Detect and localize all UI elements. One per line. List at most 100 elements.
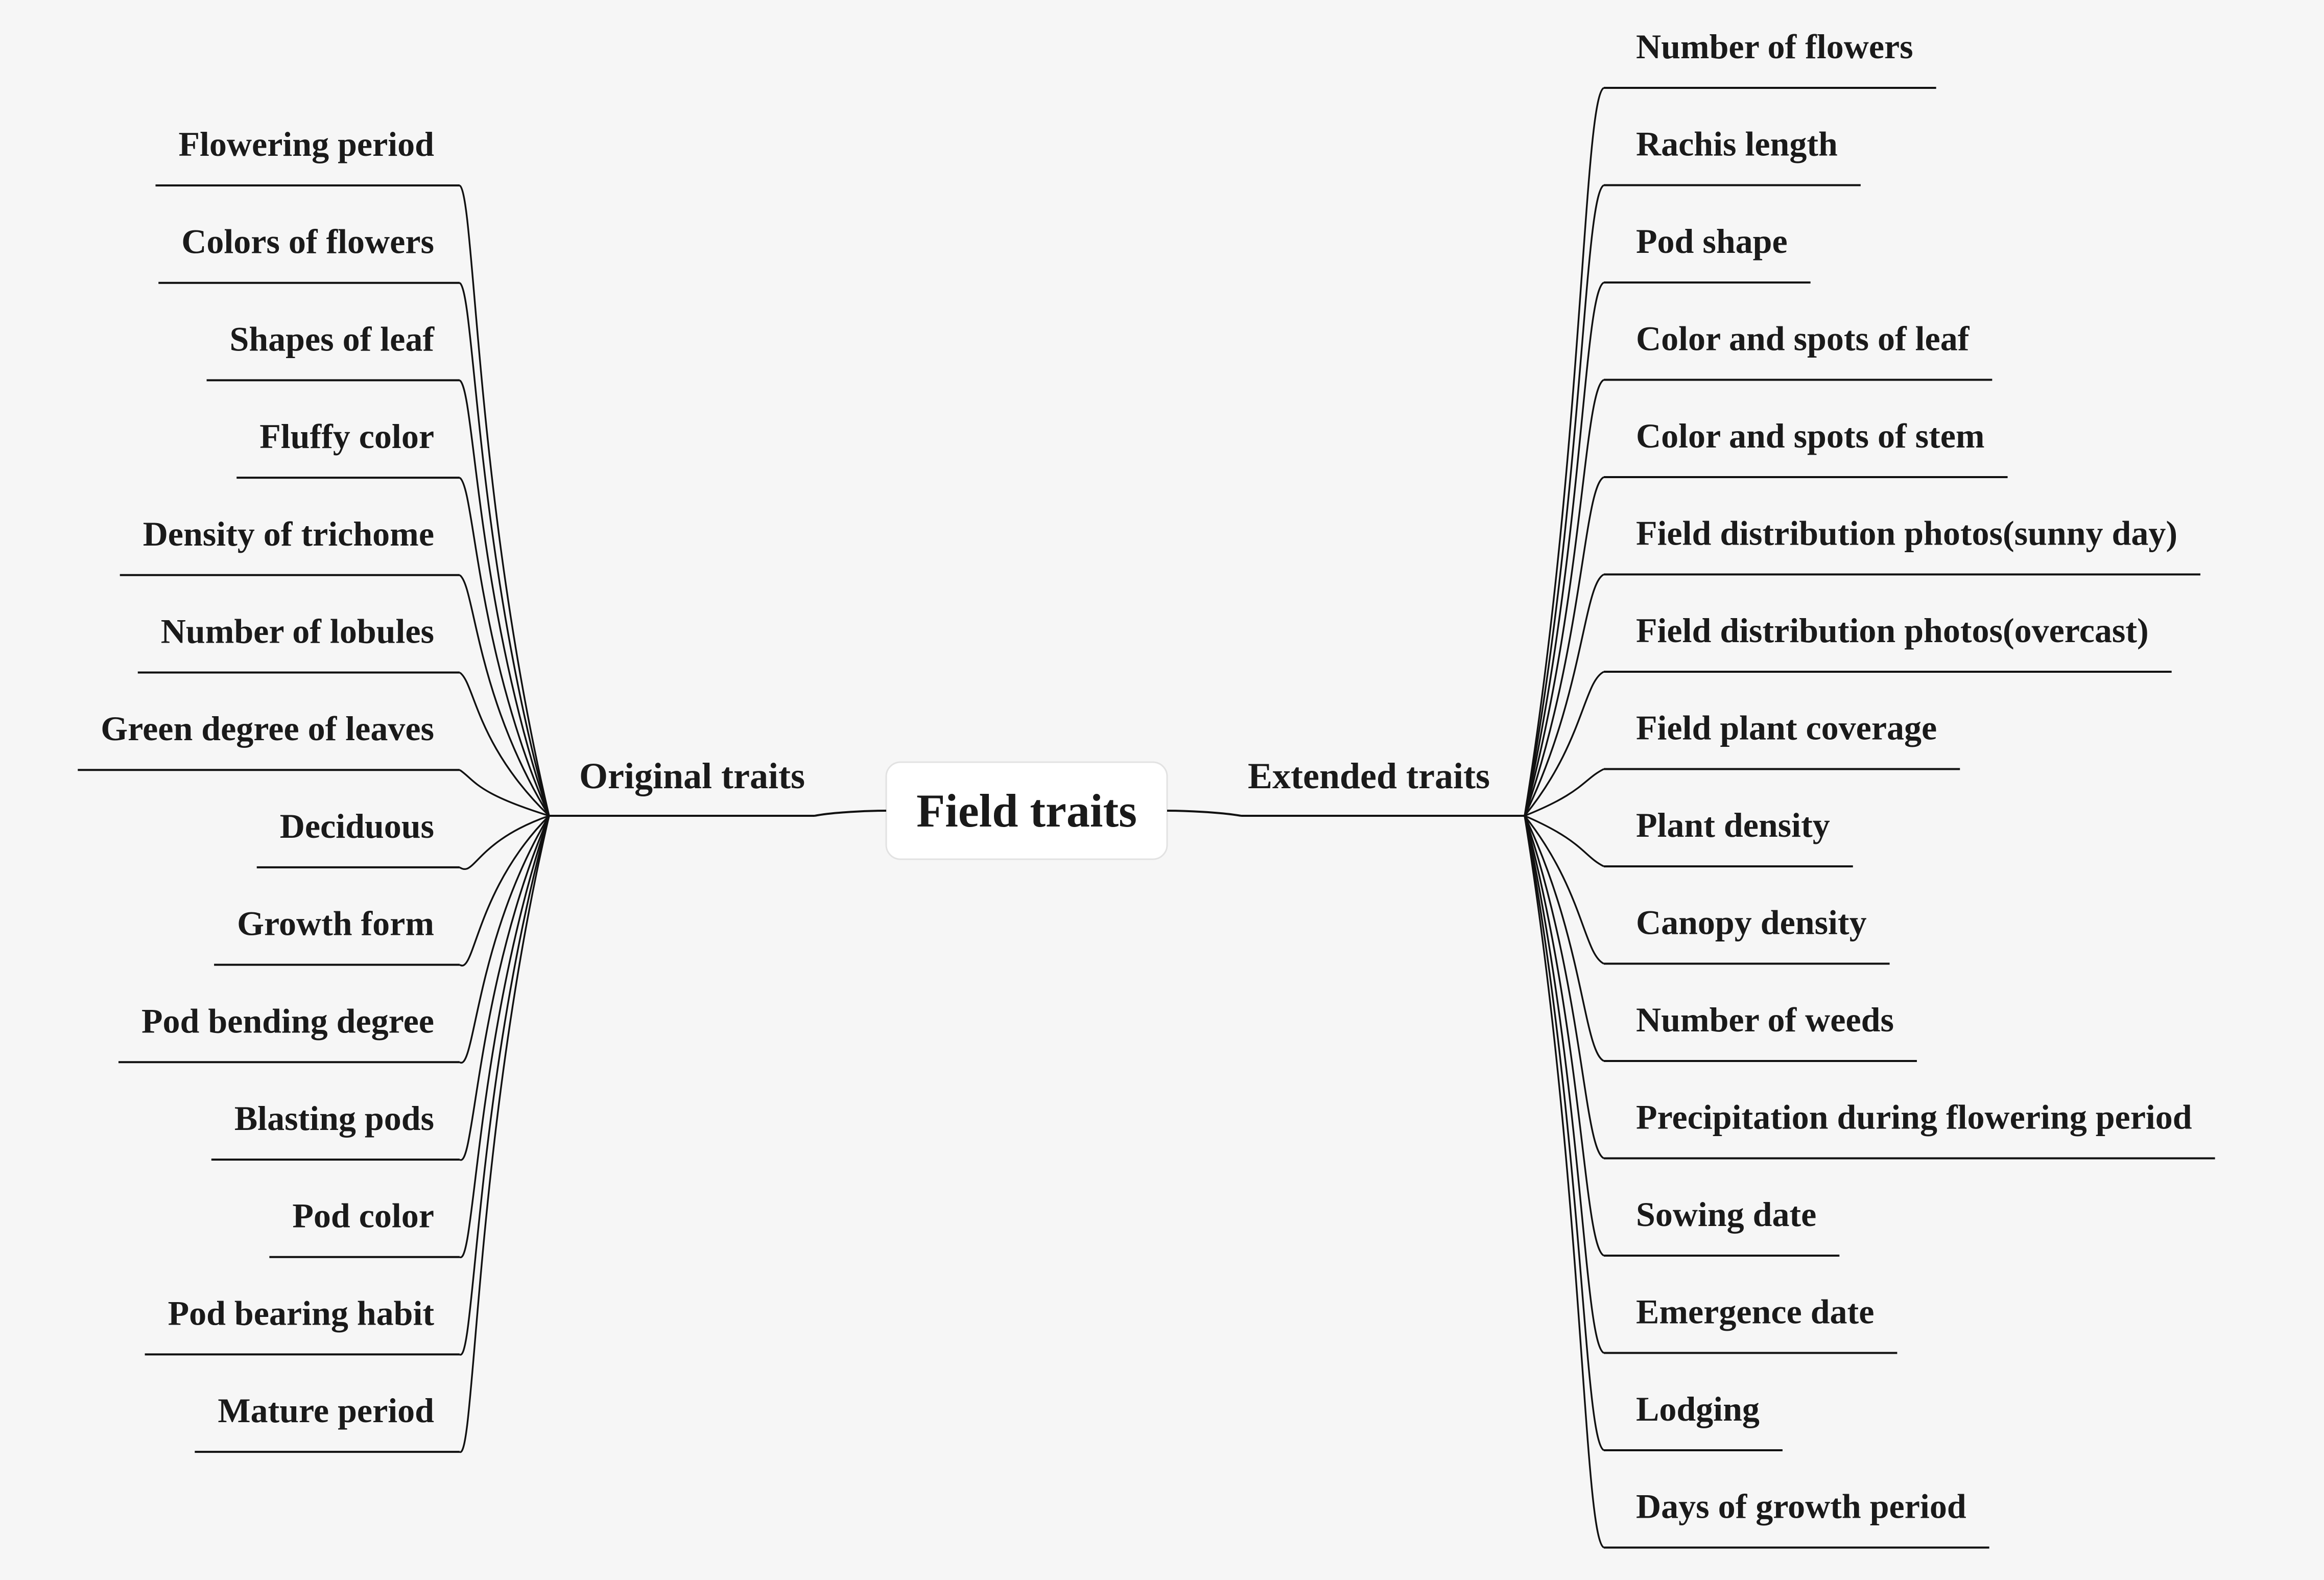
right-leaf-connector bbox=[1524, 573, 1604, 816]
right-leaf-connector bbox=[1524, 815, 1605, 1549]
left-leaf-connector bbox=[459, 379, 550, 816]
right-leaf-connector bbox=[1524, 768, 1604, 817]
left-leaf-connector bbox=[459, 815, 550, 870]
right-leaf[interactable]: Emergence date bbox=[1524, 815, 1898, 1354]
left-leaf-label: Flowering period bbox=[178, 125, 434, 163]
left-leaf-connector bbox=[459, 574, 550, 816]
root-right-connector bbox=[1167, 810, 1242, 817]
root-left-connector bbox=[814, 810, 887, 817]
left-leaf-connector bbox=[459, 282, 550, 816]
left-leaf[interactable]: Shapes of leaf bbox=[206, 319, 550, 816]
left-leaf-connector bbox=[459, 184, 550, 816]
right-leaf-connector bbox=[1524, 671, 1604, 817]
left-leaf-label: Growth form bbox=[237, 904, 434, 943]
right-leaf[interactable]: Pod shape bbox=[1524, 222, 1811, 816]
left-leaf[interactable]: Growth form bbox=[214, 815, 550, 966]
right-leaf-label: Field distribution photos(overcast) bbox=[1636, 611, 2149, 650]
right-leaf-label: Precipitation during flowering period bbox=[1636, 1098, 2192, 1137]
left-leaf[interactable]: Green degree of leaves bbox=[78, 709, 550, 817]
right-leaf-connector bbox=[1524, 815, 1604, 1257]
root-node[interactable]: Field traits bbox=[885, 761, 1168, 860]
left-leaf[interactable]: Density of trichome bbox=[120, 514, 550, 816]
right-leaf[interactable]: Lodging bbox=[1524, 815, 1783, 1451]
left-leaf-label: Shapes of leaf bbox=[230, 319, 435, 358]
left-leaf-connector bbox=[459, 815, 550, 1258]
root-label: Field traits bbox=[916, 785, 1137, 837]
right-leaf-label: Days of growth period bbox=[1636, 1487, 1966, 1526]
right-leaf[interactable]: Plant density bbox=[1524, 806, 1853, 867]
left-leaf-label: Fluffy color bbox=[259, 417, 434, 456]
left-leaf[interactable]: Blasting pods bbox=[211, 815, 550, 1161]
right-leaf[interactable]: Sowing date bbox=[1524, 815, 1840, 1257]
right-leaf-label: Number of flowers bbox=[1636, 27, 1913, 66]
left-leaf[interactable]: Number of lobules bbox=[137, 612, 550, 817]
left-leaf-connector bbox=[459, 815, 550, 966]
left-leaf[interactable]: Colors of flowers bbox=[158, 222, 550, 816]
right-leaf-connector bbox=[1524, 815, 1605, 1451]
left-leaf-connector bbox=[459, 815, 550, 1356]
right-leaf-connector bbox=[1524, 815, 1604, 965]
right-leaf-connector bbox=[1524, 815, 1604, 1062]
left-leaf-label: Pod bending degree bbox=[141, 1001, 434, 1040]
right-leaf-label: Field plant coverage bbox=[1636, 709, 1937, 747]
right-leaf-connector bbox=[1524, 815, 1605, 1354]
right-leaf[interactable]: Precipitation during flowering period bbox=[1524, 815, 2215, 1160]
right-leaf[interactable]: Rachis length bbox=[1524, 125, 1861, 816]
left-leaf-label: Pod color bbox=[292, 1196, 434, 1235]
right-leaf-connector bbox=[1524, 379, 1604, 816]
left-leaf[interactable]: Mature period bbox=[195, 815, 550, 1453]
right-leaf-label: Pod shape bbox=[1636, 222, 1788, 261]
right-leaf-label: Plant density bbox=[1636, 806, 1830, 844]
left-leaf-label: Number of lobules bbox=[161, 612, 434, 651]
right-leaf-connector bbox=[1524, 815, 1604, 867]
left-leaf[interactable]: Pod bearing habit bbox=[145, 815, 550, 1356]
right-leaf-label: Sowing date bbox=[1636, 1195, 1816, 1234]
left-leaf-connector bbox=[459, 815, 550, 1453]
right-leaf[interactable]: Field distribution photos(sunny day) bbox=[1524, 514, 2200, 816]
left-leaf-connector bbox=[459, 477, 550, 816]
left-leaf-label: Density of trichome bbox=[143, 514, 434, 553]
left-leaf-connector bbox=[459, 815, 550, 1064]
right-leaf-label: Lodging bbox=[1636, 1389, 1760, 1428]
right-leaf[interactable]: Days of growth period bbox=[1524, 815, 1989, 1549]
right-leaf[interactable]: Color and spots of leaf bbox=[1524, 319, 1993, 816]
left-leaf[interactable]: Pod color bbox=[269, 815, 550, 1258]
right-leaf-connector bbox=[1524, 476, 1604, 816]
right-leaf[interactable]: Number of weeds bbox=[1524, 815, 1917, 1062]
left-leaf[interactable]: Deciduous bbox=[256, 807, 550, 870]
right-leaf[interactable]: Field plant coverage bbox=[1524, 709, 1960, 817]
right-leaf-label: Color and spots of leaf bbox=[1636, 319, 1970, 358]
left-leaf[interactable]: Fluffy color bbox=[236, 417, 550, 816]
right-leaf[interactable]: Field distribution photos(overcast) bbox=[1524, 611, 2172, 817]
left-leaf-label: Deciduous bbox=[280, 807, 434, 845]
left-leaf[interactable]: Pod bending degree bbox=[118, 815, 550, 1064]
left-leaf-label: Blasting pods bbox=[234, 1099, 434, 1138]
right-leaf-connector bbox=[1524, 184, 1605, 816]
right-leaf-label: Emergence date bbox=[1636, 1292, 1874, 1331]
right-leaf[interactable]: Number of flowers bbox=[1524, 27, 1936, 816]
left-leaf[interactable]: Flowering period bbox=[155, 125, 550, 816]
right-branch-label: Extended traits bbox=[1248, 756, 1490, 796]
right-branch[interactable]: Extended traits bbox=[1241, 756, 1525, 817]
right-leaf-label: Field distribution photos(sunny day) bbox=[1636, 514, 2177, 553]
left-branch[interactable]: Original traits bbox=[549, 756, 815, 817]
left-branch-label: Original traits bbox=[579, 756, 805, 796]
right-leaf-connector bbox=[1524, 87, 1605, 816]
left-leaf-label: Mature period bbox=[218, 1391, 434, 1430]
right-leaf-label: Canopy density bbox=[1636, 903, 1867, 942]
right-leaf-label: Rachis length bbox=[1636, 125, 1838, 163]
right-leaf-connector bbox=[1524, 281, 1605, 816]
right-leaf[interactable]: Canopy density bbox=[1524, 815, 1890, 965]
left-leaf-label: Colors of flowers bbox=[181, 222, 434, 261]
right-leaf-connector bbox=[1524, 815, 1604, 1160]
left-leaf-label: Pod bearing habit bbox=[168, 1293, 435, 1332]
right-leaf-label: Number of weeds bbox=[1636, 1000, 1894, 1039]
left-leaf-connector bbox=[459, 672, 550, 817]
right-leaf[interactable]: Color and spots of stem bbox=[1524, 416, 2008, 816]
left-leaf-label: Green degree of leaves bbox=[101, 709, 434, 748]
right-leaf-label: Color and spots of stem bbox=[1636, 416, 1985, 455]
left-leaf-connector bbox=[459, 769, 550, 817]
